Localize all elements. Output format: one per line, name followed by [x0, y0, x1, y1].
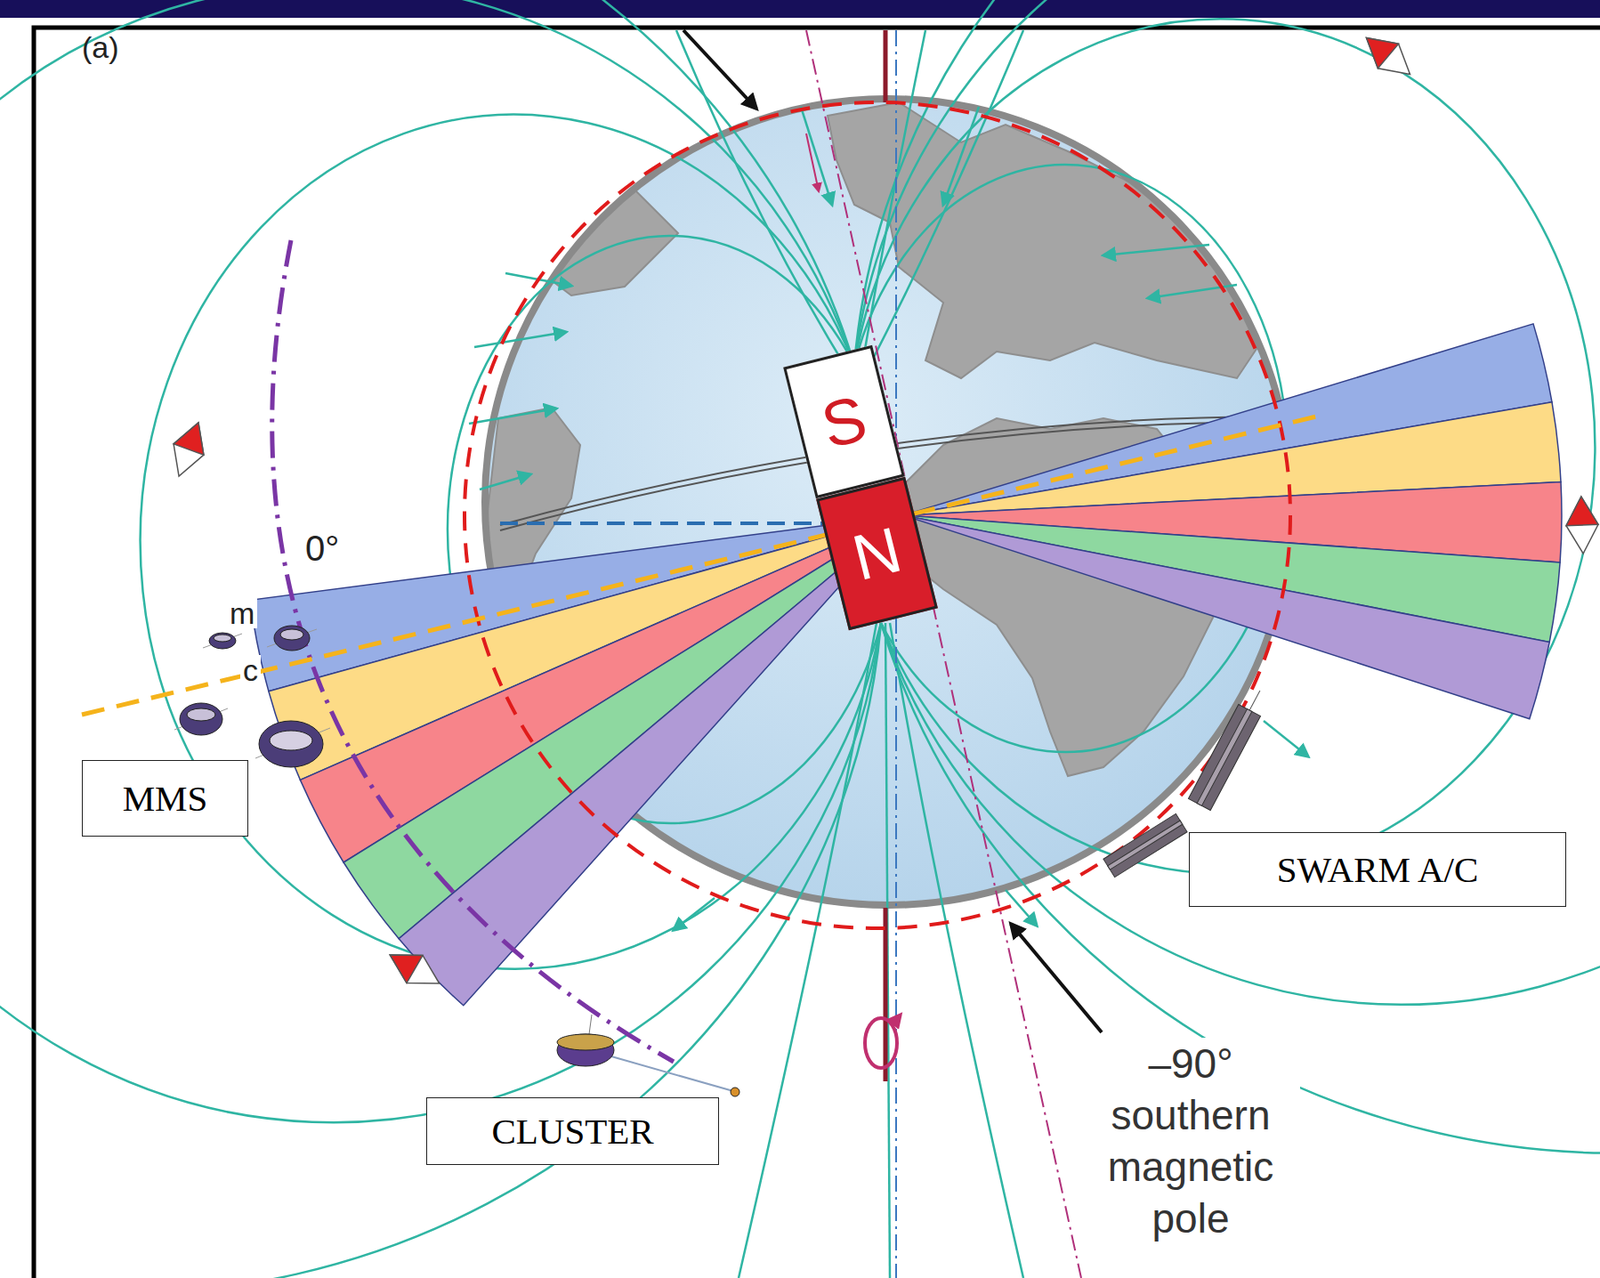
field-arrow: [474, 331, 566, 348]
mission-box: SWARM A/C: [1188, 832, 1567, 907]
panel-label: (a): [81, 32, 120, 63]
mms-satellite: [280, 629, 304, 640]
mms-satellite: [258, 720, 324, 768]
swarm-satellite: [1187, 703, 1261, 810]
cluster-satellite: [557, 1034, 615, 1051]
pointer-arrow: [683, 30, 757, 109]
field-arrow: [943, 106, 979, 205]
mms-satellite: [269, 730, 313, 751]
axis-line: [806, 133, 819, 192]
mission-box: CLUSTER: [426, 1097, 720, 1165]
compass-needle: [381, 940, 423, 983]
swarm-satellite: [1249, 690, 1261, 711]
axis-line: [893, 1014, 901, 1024]
swarm-satellite: [1196, 709, 1253, 807]
cluster-satellite: [589, 1014, 592, 1035]
mms-satellite: [213, 634, 232, 642]
compass-needle: [381, 940, 447, 997]
field-arrow: [468, 408, 557, 424]
compass-needle: [1356, 25, 1421, 88]
angle-label: 0°: [302, 530, 342, 566]
mms-satellite: [274, 625, 310, 651]
magnetic-equator-line: [81, 416, 1317, 715]
compass-needle: [1565, 495, 1600, 554]
mms-satellite: [209, 632, 236, 649]
mms-satellite: [255, 720, 331, 768]
top-bar: [0, 0, 1600, 18]
swarm-satellite: [1107, 820, 1183, 870]
panel-frame: [33, 27, 1600, 1278]
node-text: S: [816, 386, 873, 459]
compass-needle: [1356, 25, 1421, 88]
pointer-arrow: [1010, 923, 1102, 1033]
field-line: [738, 622, 877, 1278]
cluster-satellite: [557, 1014, 740, 1097]
axis-line: [895, 30, 897, 1278]
magnet-north: N: [816, 476, 938, 630]
cluster-satellite: [730, 1087, 740, 1097]
axis-line: [806, 30, 1082, 1278]
latitude-wedge: [343, 515, 904, 939]
pole-label: –90° southern magnetic pole: [1081, 1037, 1301, 1245]
compass-needle: [381, 940, 447, 997]
axis-line: [864, 1018, 897, 1068]
cluster-satellite: [605, 1054, 734, 1091]
partial-letter: m: [226, 597, 258, 629]
mms-satellite: [202, 633, 243, 648]
dashed-circle: [464, 102, 1291, 929]
mms-satellite: [174, 703, 228, 736]
axis-line: [806, 30, 1082, 1278]
field-line: [854, 0, 1600, 1154]
field-line: [861, 30, 926, 370]
field-line: [889, 622, 1024, 1278]
compass-needle: [173, 417, 214, 455]
swarm-satellite: [1187, 684, 1271, 810]
compass-needle: [163, 25, 1600, 998]
compass-needle: [1356, 25, 1399, 69]
node-text: SWARM A/C: [1276, 848, 1479, 891]
mms-satellite: [186, 708, 216, 721]
swarm-satellite: [1103, 813, 1188, 877]
field-arrow: [1263, 720, 1309, 757]
field-line: [676, 30, 850, 374]
partial-letter: c: [240, 654, 261, 686]
latitude-wedge: [903, 515, 1550, 720]
compass-needle: [1565, 495, 1600, 554]
node-text: N: [846, 516, 907, 590]
latitude-wedge: [398, 515, 904, 1006]
field-arrow: [673, 897, 715, 930]
cluster-satellite: [557, 1034, 615, 1067]
mms-satellite: [179, 703, 223, 736]
compass-needle: [163, 417, 214, 482]
mms-satellite: [202, 632, 243, 649]
compass-needle: [163, 417, 214, 482]
magnet-south: S: [783, 345, 906, 499]
field-arrow: [800, 106, 833, 205]
field-arrow: [1103, 244, 1210, 256]
pointer-arrow: [683, 30, 1102, 1033]
field-arrow: [479, 474, 531, 490]
compass-needle: [1565, 495, 1599, 526]
node-text: MMS: [122, 776, 209, 820]
mms-satellite: [266, 625, 317, 651]
node-text: CLUSTER: [491, 1109, 654, 1153]
field-line: [854, 18, 1595, 873]
mms-satellite: [174, 625, 331, 768]
field-line-trace: [272, 240, 674, 1062]
swarm-satellite: [1103, 813, 1188, 877]
mission-box: MMS: [81, 759, 249, 837]
